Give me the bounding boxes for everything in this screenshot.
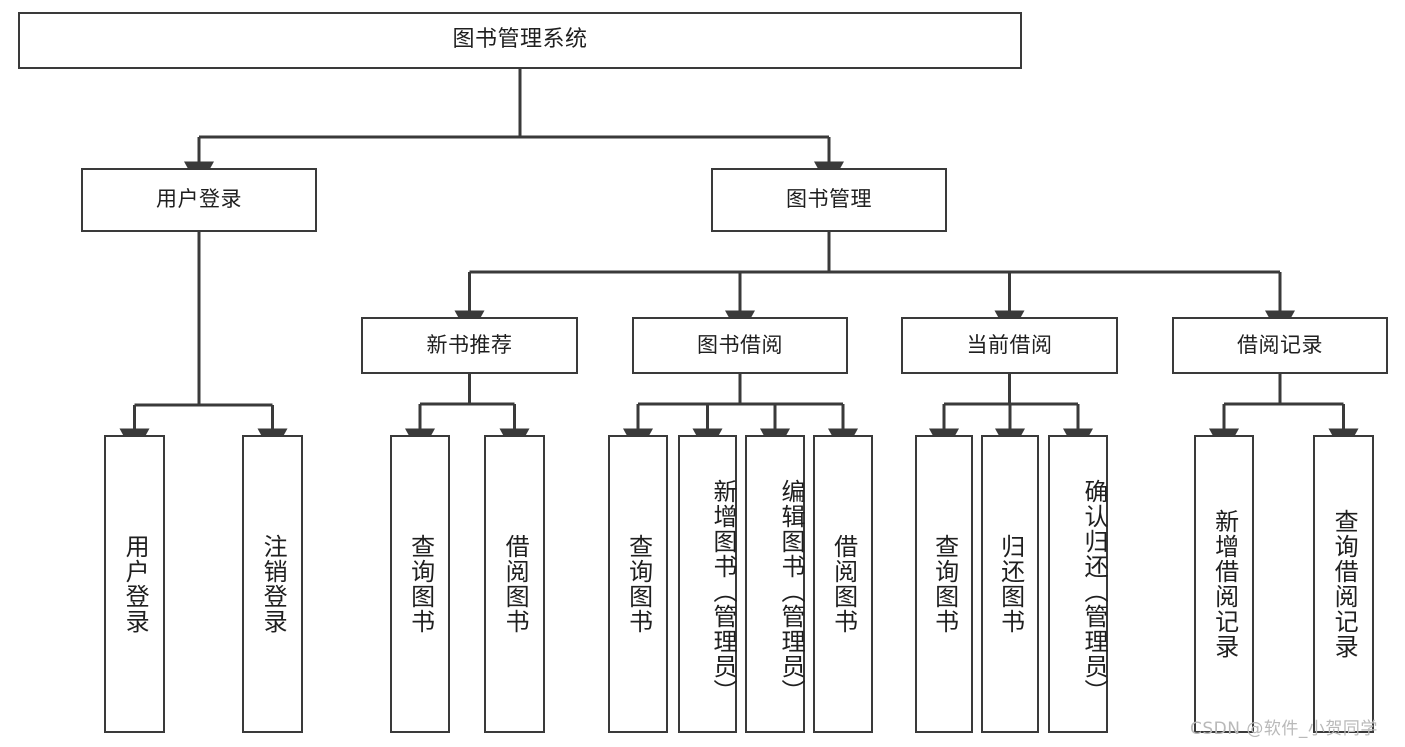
node-leaf-edit-book[interactable]: 编辑图书（管理员）: [745, 435, 805, 733]
node-leaf-query-book[interactable]: 查询图书: [608, 435, 668, 733]
node-current-borrow[interactable]: 当前借阅: [901, 317, 1118, 374]
node-leaf-query-book-cur[interactable]: 查询图书: [915, 435, 973, 733]
node-user-login[interactable]: 用户登录: [81, 168, 317, 232]
node-leaf-return-book[interactable]: 归还图书: [981, 435, 1039, 733]
node-leaf-add-book[interactable]: 新增图书（管理员）: [678, 435, 737, 733]
node-leaf-borrow-book[interactable]: 借阅图书: [813, 435, 873, 733]
node-leaf-confirm-return[interactable]: 确认归还（管理员）: [1048, 435, 1108, 733]
node-book-manage[interactable]: 图书管理: [711, 168, 947, 232]
node-leaf-query-book-rec[interactable]: 查询图书: [390, 435, 450, 733]
node-new-book-recommend[interactable]: 新书推荐: [361, 317, 578, 374]
node-root[interactable]: 图书管理系统: [18, 12, 1022, 69]
node-book-borrow[interactable]: 图书借阅: [632, 317, 848, 374]
node-leaf-user-login[interactable]: 用户登录: [104, 435, 165, 733]
node-leaf-user-logout[interactable]: 注销登录: [242, 435, 303, 733]
node-leaf-query-record[interactable]: 查询借阅记录: [1313, 435, 1374, 733]
node-borrow-record[interactable]: 借阅记录: [1172, 317, 1388, 374]
node-leaf-add-record[interactable]: 新增借阅记录: [1194, 435, 1254, 733]
watermark: CSDN @软件_小贺同学: [1190, 719, 1378, 739]
node-leaf-borrow-book-rec[interactable]: 借阅图书: [484, 435, 545, 733]
